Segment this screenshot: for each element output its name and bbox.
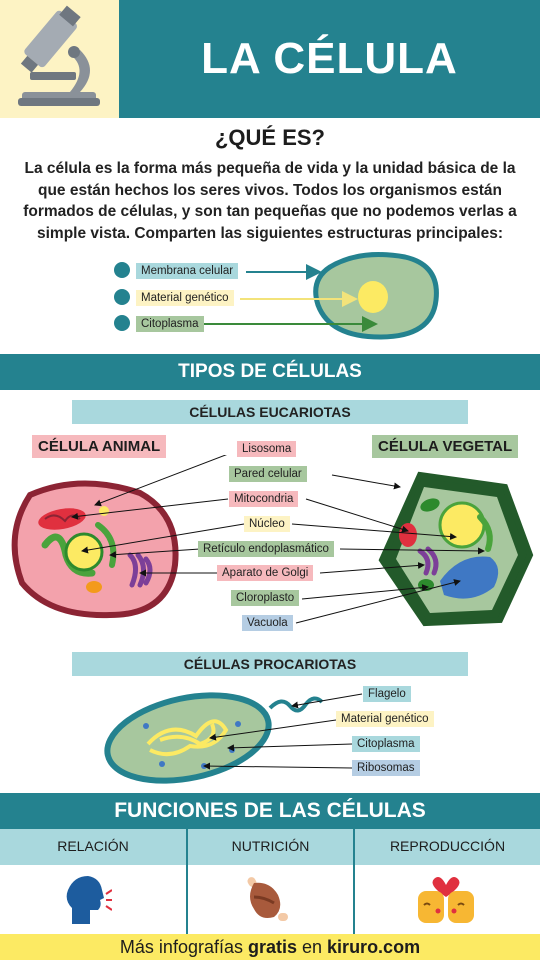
kissing-faces-icon xyxy=(418,877,474,923)
function-reproduction: REPRODUCCIÓN xyxy=(389,838,506,854)
label-mitochondria: Mitocondria xyxy=(229,491,299,507)
plant-cell-title: CÉLULA VEGETAL xyxy=(372,435,519,458)
label-nucleus: Núcleo xyxy=(244,516,290,532)
basic-cell-diagram xyxy=(204,252,439,340)
divider xyxy=(186,829,188,934)
bullet-dot xyxy=(114,289,130,305)
label-flagellum: Flagelo xyxy=(363,686,411,702)
subheading-eukaryotes: CÉLULAS EUCARIOTAS xyxy=(72,400,468,424)
header-title-box xyxy=(119,0,540,118)
section-bar-functions: FUNCIONES DE LAS CÉLULAS xyxy=(0,793,540,829)
label-prok-cytoplasm: Citoplasma xyxy=(352,736,420,752)
meat-bone-icon xyxy=(247,877,288,921)
page-title: LA CÉLULA xyxy=(201,34,458,83)
footer-middle: en xyxy=(297,937,328,957)
subheading-prokaryotes: CÉLULAS PROCARIOTAS xyxy=(72,652,468,676)
divider xyxy=(353,829,355,934)
footer-bold: gratis xyxy=(247,937,298,957)
footer-prefix: Más infografías xyxy=(119,937,248,957)
label-cytoplasm: Citoplasma xyxy=(136,316,204,332)
functions-header-row xyxy=(0,829,540,865)
section-bar-types: TIPOS DE CÉLULAS xyxy=(0,354,540,390)
microscope-icon xyxy=(18,5,100,106)
label-prok-genetic-material: Material genético xyxy=(336,711,434,727)
label-endoplasmic-reticulum: Retículo endoplasmático xyxy=(198,541,334,557)
speaking-head-icon xyxy=(66,876,112,924)
label-membrane: Membrana celular xyxy=(136,263,239,279)
eukaryote-diagram xyxy=(11,455,534,627)
function-relation: RELACIÓN xyxy=(57,838,129,854)
label-chloroplast: Cloroplasto xyxy=(231,590,300,606)
label-vacuole: Vacuola xyxy=(242,615,293,631)
intro-text: La célula es la forma más pequeña de vid… xyxy=(23,160,517,242)
prokaryote-diagram xyxy=(104,692,363,784)
label-genetic-material: Material genético xyxy=(136,290,234,306)
label-ribosomes: Ribosomas xyxy=(352,760,420,776)
label-cell-wall: Pared celular xyxy=(229,466,307,482)
header-icon-box xyxy=(0,0,119,118)
footer-link[interactable]: kiruro.com xyxy=(327,937,421,957)
animal-cell-title: CÉLULA ANIMAL xyxy=(32,435,167,458)
label-lysosome: Lisosoma xyxy=(237,441,297,457)
function-nutrition: NUTRICIÓN xyxy=(231,838,310,854)
section-heading-what: ¿QUÉ ES? xyxy=(214,125,325,150)
bullet-dot xyxy=(114,262,130,278)
bullet-dot xyxy=(114,315,130,331)
footer: Más infografías gratis en kiruro.com xyxy=(0,934,540,960)
label-golgi: Aparato de Golgi xyxy=(217,565,314,581)
